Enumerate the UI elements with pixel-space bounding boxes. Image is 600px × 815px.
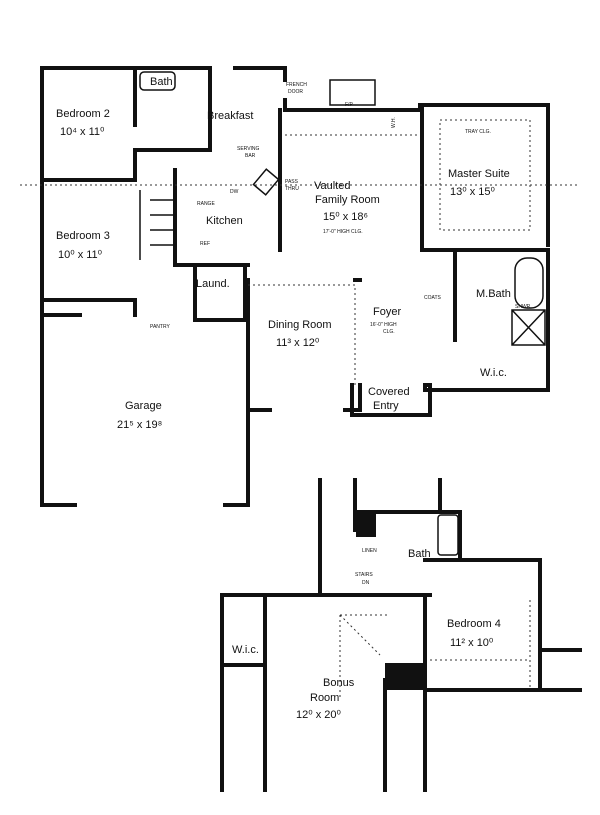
room-name-room: Room (310, 692, 339, 704)
ceiling-note-master: TRAY CLG. (465, 129, 491, 135)
room-name-master-suite: Master Suite (448, 168, 510, 180)
french-door-label-2: DOOR (288, 89, 303, 95)
shower-label: SHWR (515, 304, 531, 310)
first-floor-walls (20, 66, 580, 507)
room-name-kitchen: Kitchen (206, 215, 243, 227)
room-name-family-room: Family Room (315, 194, 380, 206)
serving-bar-label-2: BAR (245, 153, 256, 159)
dw-label: DW (230, 189, 239, 195)
room-name-entry: Entry (373, 400, 399, 412)
stairs-label-2: DN (362, 580, 370, 586)
room-name-bath: Bath (150, 76, 173, 88)
serving-bar-label-1: SERVING (237, 146, 260, 152)
room-name-vaulted: Vaulted (314, 180, 351, 192)
second-floor-walls (220, 478, 582, 792)
room-name-bonus: Bonus (323, 677, 355, 689)
linen-label: LINEN (362, 548, 377, 554)
room-name-bedroom-4: Bedroom 4 (447, 618, 501, 630)
second-floor-labels: Bath Bedroom 4 11² x 10⁰ Bonus Room 12⁰ … (232, 548, 501, 721)
room-size-family-room: 15⁰ x 18⁶ (323, 211, 368, 223)
stairs-label-1: STAIRS (355, 572, 373, 578)
room-size-bonus: 12⁰ x 20⁰ (296, 709, 341, 721)
room-name-breakfast: Breakfast (207, 110, 253, 122)
room-name-bedroom-3: Bedroom 3 (56, 230, 110, 242)
room-name-covered: Covered (368, 386, 410, 398)
first-floor-labels: Bedroom 2 10⁴ x 11⁰ Bath Breakfast Bedro… (56, 76, 531, 431)
room-name-wic-upper: W.i.c. (232, 644, 259, 656)
room-name-dining: Dining Room (268, 319, 332, 331)
pantry-label: PANTRY (150, 324, 170, 330)
room-name-wic: W.i.c. (480, 367, 507, 379)
room-size-master-suite: 13⁰ x 15⁰ (450, 186, 495, 198)
pass-thru-label-2: THRU (285, 186, 299, 192)
room-size-bedroom-2: 10⁴ x 11⁰ (60, 126, 105, 138)
room-name-bedroom-2: Bedroom 2 (56, 108, 110, 120)
fireplace-label: F/P (345, 102, 353, 108)
coats-label: COATS (424, 295, 442, 301)
ceiling-note-family-room: 17'-0" HIGH CLG. (323, 229, 363, 235)
water-heater-label: W.H. (391, 117, 397, 128)
room-size-bedroom-3: 10⁰ x 11⁰ (58, 249, 103, 261)
room-name-bath-upper: Bath (408, 548, 431, 560)
room-name-foyer: Foyer (373, 306, 401, 318)
room-name-laundry: Laund. (196, 278, 230, 290)
french-door-label-1: FRENCH (286, 82, 307, 88)
pass-thru-label-1: PASS (285, 179, 299, 185)
room-name-garage: Garage (125, 400, 162, 412)
room-name-master-bath: M.Bath (476, 288, 511, 300)
room-size-bedroom-4: 11² x 10⁰ (450, 637, 494, 649)
ref-label: REF (200, 241, 210, 247)
room-size-garage: 21⁵ x 19⁸ (117, 419, 162, 431)
ceiling-note-foyer-1: 16'-0" HIGH (370, 322, 397, 328)
ceiling-note-foyer-2: CLG. (383, 329, 395, 335)
room-size-dining: 11³ x 12⁰ (276, 337, 320, 349)
range-label: RANGE (197, 201, 215, 207)
